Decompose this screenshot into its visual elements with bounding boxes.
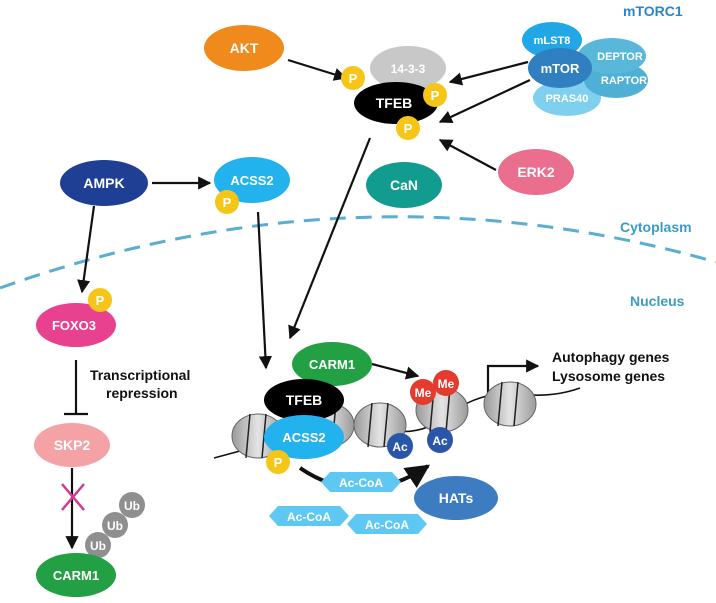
hats-label: HATs xyxy=(439,490,474,506)
skp2-label: SKP2 xyxy=(54,437,91,453)
acss2-nuclear-node xyxy=(264,415,344,459)
methyl-mark-2: Me xyxy=(433,370,459,396)
svg-text:P: P xyxy=(96,293,105,308)
akt-to-tfeb-arrow xyxy=(287,58,348,81)
acetyl-mark-1: Ac xyxy=(387,433,413,459)
carm1-bottom-label: CARM1 xyxy=(53,568,99,583)
phospho-acss2-cyto: P xyxy=(215,190,239,214)
blocked-cross-icon xyxy=(61,483,85,511)
ampk-label: AMPK xyxy=(83,175,124,191)
svg-text:Ac: Ac xyxy=(432,434,448,448)
svg-text:Ub: Ub xyxy=(107,519,123,533)
nuclear-membrane xyxy=(0,215,716,290)
svg-text:Ac-CoA: Ac-CoA xyxy=(339,476,383,490)
svg-text:P: P xyxy=(431,88,440,103)
acetyl-mark-2: Ac xyxy=(427,427,453,453)
svg-text:Ac-CoA: Ac-CoA xyxy=(287,510,331,524)
tfeb-cyto-label: TFEB xyxy=(376,95,413,111)
akt-node xyxy=(204,25,284,71)
transcription-start-arrow xyxy=(486,359,540,394)
svg-text:Me: Me xyxy=(415,386,432,400)
raptor-label: RAPTOR xyxy=(601,75,647,87)
akt-label: AKT xyxy=(230,40,259,56)
autophagy-genes-label: Autophagy genes xyxy=(552,349,670,365)
lysosome-genes-label: Lysosome genes xyxy=(552,368,665,384)
svg-text:Me: Me xyxy=(438,377,455,391)
tfeb-nuclear-label: TFEB xyxy=(286,392,323,408)
acss2-cyto-node xyxy=(214,157,290,203)
ampk-node xyxy=(60,160,148,206)
erk2-node xyxy=(498,149,574,195)
carm1-nuclear-label: CARM1 xyxy=(309,357,355,372)
svg-text:Ub: Ub xyxy=(90,539,106,553)
tfeb-nuclear-node xyxy=(264,379,344,421)
erk2-to-tfeb-arrow xyxy=(438,139,497,171)
methyl-mark-1: Me xyxy=(410,379,436,405)
svg-text:P: P xyxy=(223,195,232,210)
ubiquitin-1: Ub xyxy=(119,492,145,518)
phospho-tfeb-2: P xyxy=(423,83,447,107)
svg-text:Ac-CoA: Ac-CoA xyxy=(365,518,409,532)
skp2-node xyxy=(34,423,110,467)
svg-text:Ub: Ub xyxy=(124,499,140,513)
acetyl-coa-2: Ac-CoA xyxy=(269,506,349,526)
ubiquitin-3: Ub xyxy=(85,532,111,558)
svg-text:P: P xyxy=(349,71,358,86)
mlst8-label: mLST8 xyxy=(534,35,571,47)
ubiquitin-2: Ub xyxy=(102,512,128,538)
foxo3-label: FOXO3 xyxy=(52,318,96,333)
erk2-label: ERK2 xyxy=(517,164,555,180)
acss2-nuclear-translocation-arrow xyxy=(256,211,272,370)
mtor-node xyxy=(528,48,592,88)
phospho-acss2-nuclear: P xyxy=(266,450,290,474)
repression-text-line2: repression xyxy=(106,385,178,401)
pras40-label: PRAS40 xyxy=(546,93,589,105)
carm1-bottom-node xyxy=(36,553,116,597)
acetyl-coa-1: Ac-CoA xyxy=(321,472,401,492)
phospho-tfeb-3: P xyxy=(396,116,420,140)
pras40-node xyxy=(533,80,601,116)
cytoplasm-label: Cytoplasm xyxy=(620,219,692,235)
protein-1433-label: 14-3-3 xyxy=(391,62,426,76)
mtorc1-label: mTORC1 xyxy=(623,3,683,19)
hats-node xyxy=(414,476,498,520)
repression-text-line1: Transcriptional xyxy=(90,367,190,383)
can-label: CaN xyxy=(390,177,418,193)
acss2-cyto-label: ACSS2 xyxy=(230,173,273,188)
phospho-foxo3: P xyxy=(88,288,112,312)
ampk-to-foxo3-arrow xyxy=(77,205,96,294)
carm1-nuclear-node xyxy=(292,342,372,386)
deptor-node xyxy=(578,38,646,74)
mtor-to-tfeb-arrow xyxy=(438,79,531,123)
mtor-label: mTOR xyxy=(541,61,580,76)
can-node xyxy=(366,162,442,208)
phospho-tfeb-1: P xyxy=(341,66,365,90)
tfeb-nuclear-translocation-arrow xyxy=(288,137,372,340)
carm1-to-methylation-arrow xyxy=(371,362,420,380)
nucleosome-5 xyxy=(483,381,537,427)
tfeb-cyto-node xyxy=(354,82,438,124)
acetyl-coa-3: Ac-CoA xyxy=(347,514,427,534)
svg-text:P: P xyxy=(274,455,283,470)
mtor-to-1433-arrow xyxy=(448,60,529,86)
deptor-label: DEPTOR xyxy=(597,51,643,63)
svg-text:P: P xyxy=(404,121,413,136)
svg-text:Ac: Ac xyxy=(392,440,408,454)
nucleus-label: Nucleus xyxy=(630,293,685,309)
foxo3-node xyxy=(36,303,116,347)
protein-1433-node xyxy=(370,46,446,90)
acss2-nuclear-label: ACSS2 xyxy=(282,430,325,445)
